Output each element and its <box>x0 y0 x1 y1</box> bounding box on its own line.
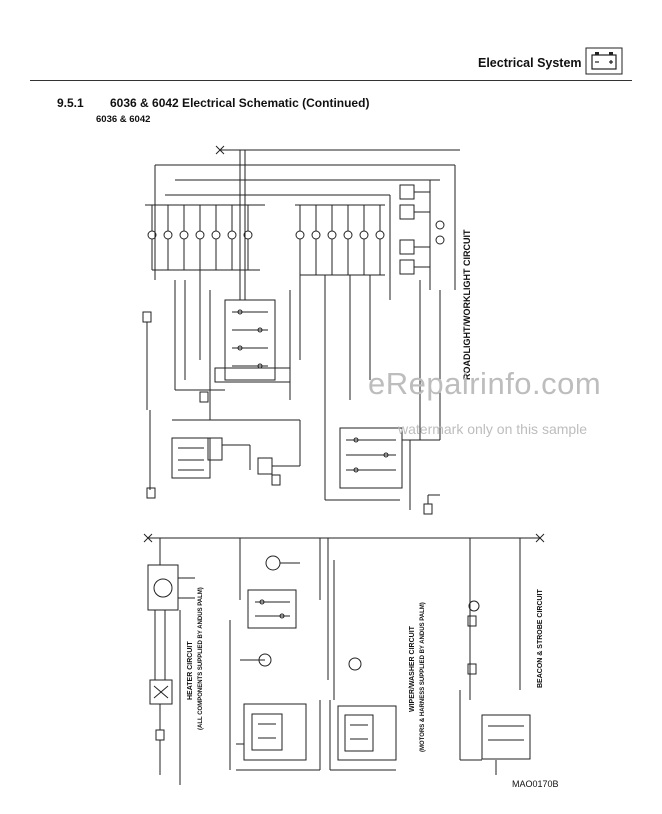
beacon-strobe-circuit <box>459 538 531 775</box>
battery-icon <box>585 47 623 75</box>
section-number: 9.5.1 <box>57 96 84 110</box>
header-title: Electrical System <box>478 56 582 70</box>
wiper-circuit-label: WIPER/WASHER CIRCUIT <box>409 625 416 712</box>
left-lamp-row <box>145 204 265 271</box>
section-subtitle: 6036 & 6042 <box>96 114 151 125</box>
lower-schematic <box>143 533 545 785</box>
watermark-note: watermark only on this sample <box>398 421 588 437</box>
relay-block-upper-right <box>389 180 445 440</box>
roadlight-circuit-label: ROADLIGHT/WORKLIGHT CIRCUIT <box>462 229 472 380</box>
right-lamp-row <box>295 204 385 276</box>
beacon-circuit-label: BEACON & STROBE CIRCUIT <box>537 588 544 688</box>
heater-circuit-label: HEATER CIRCUIT <box>187 641 194 700</box>
heater-circuit-note: (ALL COMPONENTS SUPPLIED BY ANDUS PALM) <box>198 587 204 730</box>
relay-center <box>249 420 301 486</box>
roadlight-switch-block <box>324 290 441 515</box>
light-switch-block <box>214 299 291 383</box>
wiper-washer-circuit <box>229 538 397 771</box>
heater-circuit <box>147 538 195 785</box>
section-title: 6036 & 6042 Electrical Schematic (Contin… <box>110 96 370 110</box>
watermark-brand: eRepairinfo.com <box>368 366 602 401</box>
worklight-switch-group <box>146 410 300 499</box>
figure-reference: MAO0170B <box>512 779 559 789</box>
upper-schematic <box>142 145 460 515</box>
header-rule <box>30 80 632 81</box>
wiper-circuit-note: (MOTORS & HARNESS SUPPLIED BY ANDUS PALM… <box>420 602 426 752</box>
